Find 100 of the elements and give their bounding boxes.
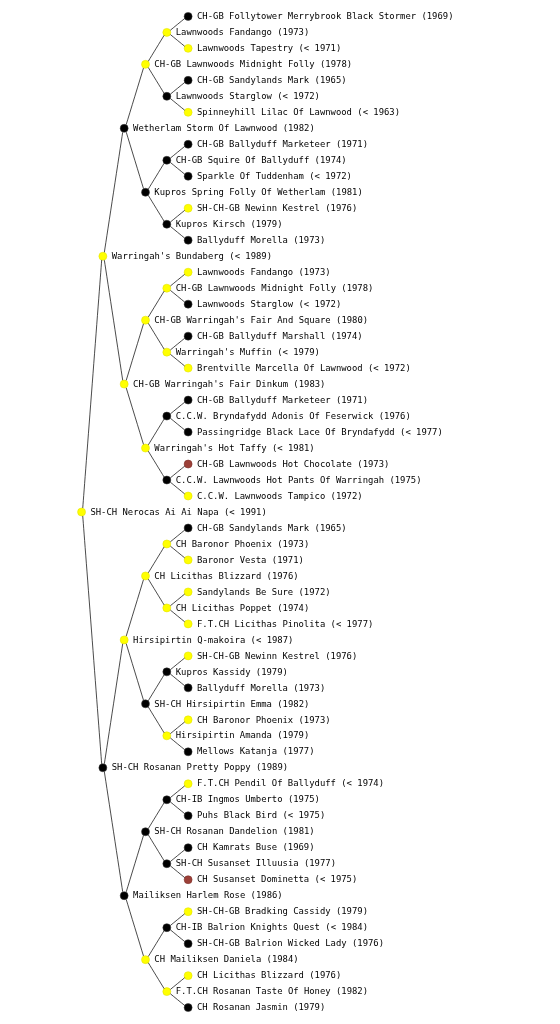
node-label: CH-GB Squire Of Ballyduff (1974) [175, 154, 347, 165]
node-circle [183, 204, 192, 213]
node-circle [162, 411, 171, 421]
node-circle [183, 172, 192, 181]
node-circle [162, 987, 171, 996]
node-circle [183, 587, 192, 597]
node-circle [140, 699, 150, 709]
connector [147, 418, 164, 446]
node-label: Sparkle Of Tuddenham (< 1972) [196, 170, 352, 181]
connector [169, 785, 185, 798]
node-label: Passingridge Black Lace Of Bryndafydd (< 1977) [196, 426, 443, 437]
node-label: CH Licithas Blizzard (1976) [153, 570, 299, 581]
node-circle [183, 267, 192, 277]
connector [147, 834, 164, 862]
connector [81, 515, 102, 765]
node-circle [140, 188, 150, 197]
node-label: Hirsipirtin Q-makoira (< 1987) [132, 634, 293, 645]
node-label: CH Kamrats Buse (1969) [196, 842, 315, 853]
node-label: CH-GB Lawnwoods Hot Chocolate (1973) [196, 458, 389, 469]
connector [169, 913, 185, 926]
connector [103, 643, 123, 765]
connector [147, 322, 164, 350]
node-label: Hirsipirtin Amanda (1979) [175, 730, 309, 741]
node-circle [162, 92, 171, 101]
node-circle [162, 731, 171, 741]
connector [169, 18, 185, 31]
node-label: Kupros Kassidy (1979) [175, 666, 288, 677]
connector [147, 290, 164, 318]
node-circle [183, 76, 192, 85]
connector [169, 673, 185, 687]
node-label: Lawnwoods Starglow (< 1972) [196, 298, 341, 309]
node-circle [162, 28, 171, 37]
node-circle [183, 939, 192, 948]
node-circle [98, 251, 107, 261]
node-label: CH Rosanan Jasmin (1979) [196, 1002, 325, 1013]
node-label: SH-CH-GB Balrion Wicked Lady (1976) [196, 938, 384, 949]
node-label: CH-IB Ingmos Umberto (1975) [175, 794, 320, 805]
node-circle [183, 363, 192, 373]
connector [169, 865, 185, 878]
connector [103, 131, 123, 253]
connector [169, 737, 185, 751]
connector [169, 801, 185, 814]
connector [169, 417, 185, 431]
node-label: SH-CH Rosanan Dandelion (1981) [153, 826, 315, 837]
node-label: Kupros Kirsch (1979) [175, 218, 283, 229]
node-label: CH-GB Ballyduff Marketeer (1971) [196, 138, 368, 149]
node-label: CH-GB Sandylands Mark (1965) [196, 522, 347, 533]
node-label: SH-CH Susanset Illuusia (1977) [175, 858, 336, 869]
node-circle [162, 156, 171, 165]
node-circle [162, 539, 171, 549]
node-label: Puhs Black Bird (< 1975) [196, 810, 325, 821]
node-label: SH-CH-GB Newinn Kestrel (1976) [196, 650, 357, 661]
node-label: Warringah's Hot Taffy (< 1981) [153, 442, 315, 453]
node-circle [183, 971, 192, 980]
node-label: Spinneyhill Lilac Of Lawnwood (< 1963) [196, 106, 400, 117]
node-label: CH-GB Lawnwoods Midnight Folly (1978) [175, 282, 373, 293]
node-circle [183, 235, 192, 245]
node-circle [162, 219, 171, 229]
connector [169, 977, 185, 990]
connector [169, 210, 185, 223]
connector [147, 546, 164, 574]
connector [147, 930, 164, 957]
node-label: CH Baronor Phoenix (1973) [175, 538, 309, 549]
connector [125, 131, 144, 189]
node-circle [183, 459, 192, 469]
node-circle [183, 108, 192, 117]
connector [169, 98, 185, 111]
connector [169, 657, 185, 670]
node-label: CH-GB Warringah's Fair And Square (1980) [153, 314, 368, 325]
node-label: Wetherlam Storm Of Lawnwood (1982) [132, 122, 315, 133]
node-circle [119, 379, 128, 389]
node-label: CH Licithas Blizzard (1976) [196, 970, 341, 981]
node-label: SH-CH Rosanan Pretty Poppy (1989) [111, 762, 288, 773]
connector [147, 674, 164, 702]
connector [169, 226, 185, 239]
node-circle [183, 331, 192, 341]
node-label: CH-GB Warringah's Fair Dinkum (1983) [132, 378, 325, 389]
node-circle [183, 140, 192, 149]
connector [125, 323, 144, 381]
node-circle [183, 1003, 192, 1012]
connector [125, 835, 144, 893]
node-circle [183, 523, 192, 533]
node-label: Mailiksen Harlem Rose (1986) [132, 890, 283, 901]
node-circle [98, 763, 107, 773]
connector [147, 35, 164, 62]
node-circle [140, 955, 150, 964]
connector [125, 387, 144, 445]
node-label: Mellows Katanja (1977) [196, 746, 315, 757]
node-label: CH-GB Lawnwoods Midnight Folly (1978) [153, 59, 352, 70]
node-label: F.T.CH Pendil Of Ballyduff (< 1974) [196, 778, 384, 789]
node-label: Ballyduff Morella (1973) [196, 234, 325, 245]
connector [169, 162, 185, 175]
node-circle [183, 651, 192, 661]
connector [147, 162, 164, 190]
connector [147, 195, 164, 222]
connector [169, 34, 185, 47]
node-label: F.T.CH Licithas Pinolita (< 1977) [196, 618, 373, 629]
node-label: Sandylands Be Sure (1972) [196, 586, 331, 597]
node-circle [162, 283, 171, 293]
node-label: Lawnwoods Tapestry (< 1971) [196, 43, 341, 54]
